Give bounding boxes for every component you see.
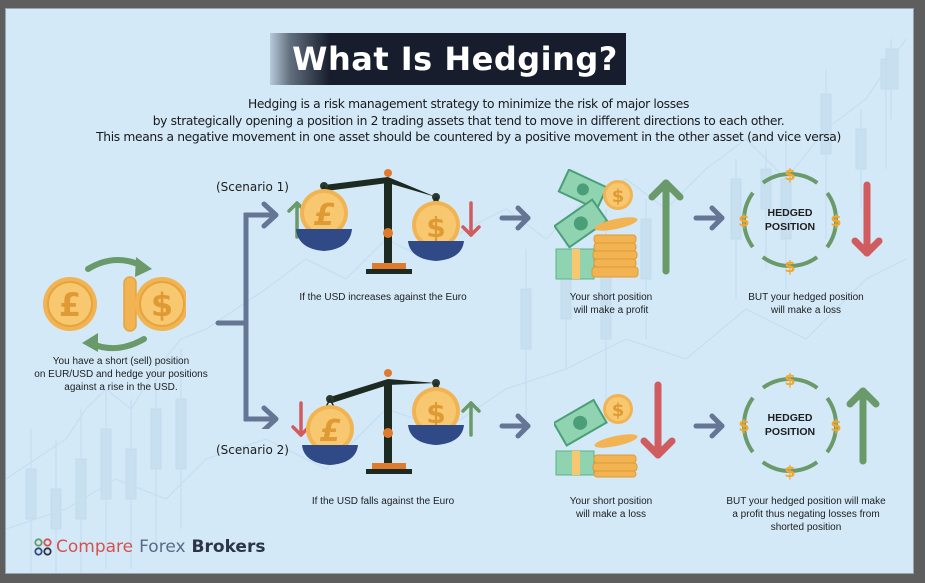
- pound-coin-icon: £: [300, 189, 348, 237]
- arrow-right-icon: [261, 405, 279, 429]
- svg-text:£: £: [314, 198, 335, 233]
- scenario-2-hedged-caption: BUT your hedged position will make a pro…: [726, 496, 886, 533]
- banknote-icon: [554, 398, 608, 447]
- scale-pan-right: [408, 241, 464, 261]
- scale-pan-left: [302, 445, 358, 465]
- infographic-canvas: What Is Hedging? Hedging is a risk manag…: [5, 8, 914, 574]
- logo-dots-icon: [34, 538, 52, 556]
- scenario-1-short-caption: Your short position will make a profit: [569, 292, 653, 316]
- dollar-coin-icon: $: [412, 201, 460, 249]
- scenario-2-scale-illustration: £ $: [291, 369, 481, 474]
- svg-text:$: $: [612, 400, 625, 421]
- intro-line-3: This means a negative movement in one as…: [96, 130, 841, 144]
- dollar-sign-icons: $ $ $ $: [738, 370, 841, 481]
- scenario-1-hedged-caption: BUT your hedged position will make a los…: [748, 292, 864, 316]
- currency-exchange-illustration: £ $: [43, 257, 186, 352]
- svg-text:$: $: [738, 416, 749, 435]
- svg-text:$: $: [830, 211, 841, 230]
- scenario-2-money-illustration: $: [554, 381, 676, 478]
- intro-text: Hedging is a risk management strategy to…: [26, 96, 911, 146]
- scale-pan-right: [408, 425, 464, 445]
- svg-text:$: $: [426, 211, 445, 244]
- scenario-1-hedged-label: HEDGED POSITION: [764, 207, 816, 233]
- red-down-arrow-icon: [461, 201, 481, 237]
- arrow-right-icon: [499, 413, 531, 439]
- background-candlestick-chart: [6, 38, 907, 573]
- banknote-icon: [557, 169, 609, 211]
- brand-compare: Compare: [56, 537, 134, 557]
- svg-text:£: £: [59, 286, 81, 324]
- scenario-2-scale-caption: If the USD falls against the Euro: [311, 496, 455, 507]
- svg-text:$: $: [151, 286, 173, 324]
- svg-text:$: $: [784, 370, 795, 389]
- arrow-right-icon: [693, 413, 725, 439]
- arrow-right-icon: [499, 205, 531, 231]
- brand-brokers: Brokers: [191, 537, 266, 557]
- brand-forex: Forex: [139, 537, 186, 557]
- brand-logo: Compare Forex Brokers: [34, 537, 265, 557]
- red-down-arrow-icon: [640, 381, 676, 459]
- page-title: What Is Hedging?: [292, 40, 618, 78]
- intro-line-2: by strategically opening a position in 2…: [152, 113, 785, 128]
- green-up-arrow-icon: [461, 401, 481, 437]
- dollar-coin-icon: $: [412, 387, 460, 435]
- scenario-1-money-illustration: $: [554, 169, 684, 280]
- scenario-1-hedged-position-ring: $ $ $ $: [738, 165, 841, 276]
- dollar-sign-icons: $ $ $ $: [738, 165, 841, 276]
- dollar-coin-icon: $: [603, 180, 633, 210]
- start-caption: You have a short (sell) position on EUR/…: [34, 356, 208, 393]
- svg-text:£: £: [320, 414, 341, 449]
- branch-connector: [215, 201, 279, 429]
- svg-text:$: $: [738, 211, 749, 230]
- svg-text:$: $: [784, 462, 795, 481]
- scenario-2-hedged-label: HEDGED POSITION: [764, 412, 816, 438]
- green-up-arrow-icon: [846, 387, 880, 465]
- arrow-right-icon: [693, 205, 725, 231]
- scale-pan-left: [296, 229, 352, 251]
- pound-coin-icon: £: [306, 405, 354, 453]
- svg-text:$: $: [784, 165, 795, 184]
- red-down-arrow-icon: [851, 181, 883, 257]
- banknote-icon: [554, 198, 609, 249]
- scenario-1-scale-illustration: £ $: [287, 169, 481, 274]
- dollar-coin-icon: $: [135, 277, 186, 331]
- green-up-arrow-icon: [648, 179, 684, 275]
- coin-edge-icon: [123, 276, 137, 332]
- arrow-right-icon: [261, 201, 279, 229]
- intro-line-1: Hedging is a risk management strategy to…: [247, 97, 690, 111]
- title-banner: What Is Hedging?: [270, 33, 626, 85]
- svg-text:$: $: [830, 416, 841, 435]
- dollar-coin-icon: $: [603, 394, 633, 424]
- pound-coin-icon: £: [43, 277, 97, 331]
- svg-text:$: $: [784, 257, 795, 276]
- scenario-1-scale-caption: If the USD increases against the Euro: [299, 292, 467, 303]
- cycle-arrow-bottom-icon: [87, 336, 147, 352]
- svg-text:$: $: [426, 397, 445, 430]
- scenario-2-hedged-position-ring: $ $ $ $: [738, 370, 841, 481]
- scenario-1-label: (Scenario 1): [216, 180, 289, 194]
- scenario-2-label: (Scenario 2): [216, 443, 289, 457]
- svg-text:$: $: [612, 186, 625, 207]
- scenario-2-short-caption: Your short position will make a loss: [569, 496, 653, 520]
